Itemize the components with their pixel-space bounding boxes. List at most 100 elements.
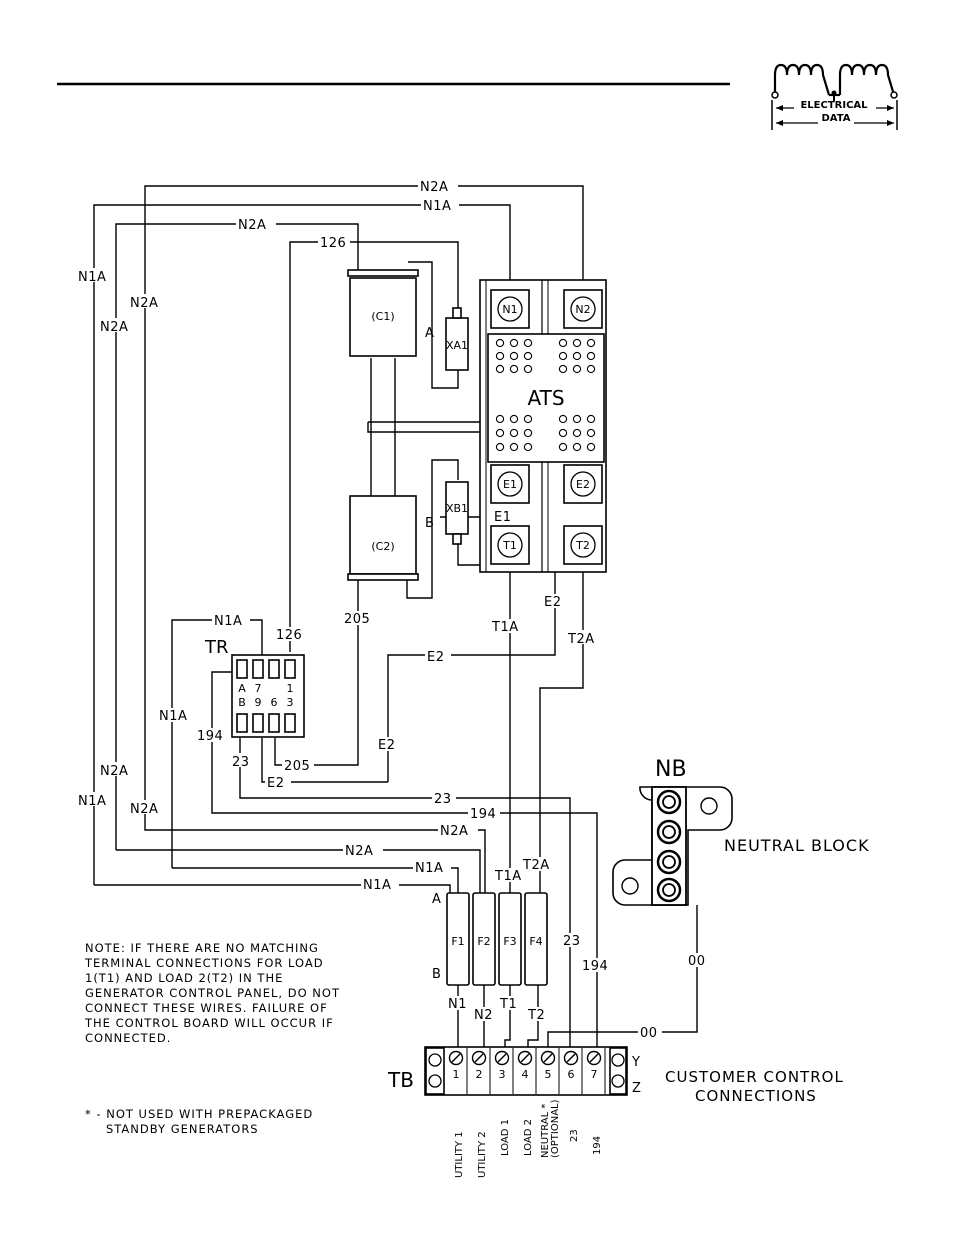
tb-terminal-3: 3 — [494, 1048, 514, 1094]
wire-label-e2-mid: E2 — [425, 648, 451, 665]
tb-terminal-number: 7 — [591, 1068, 598, 1081]
svg-text:(OPTIONAL): (OPTIONAL) — [550, 1099, 561, 1158]
wire-label-n1a-fuse2: N1A — [361, 877, 399, 893]
svg-text:N2A: N2A — [130, 296, 158, 311]
ats-terminal-t1: T1 — [490, 525, 530, 565]
switch-xa1: XA1 A — [425, 307, 469, 371]
svg-text:N1A: N1A — [423, 199, 451, 214]
wire-label-126-tr: 126 — [274, 627, 306, 643]
svg-text:23: 23 — [434, 792, 452, 807]
wire-label-205-top: 205 — [342, 611, 376, 627]
svg-text:N2: N2 — [474, 1008, 493, 1023]
svg-text:E2: E2 — [378, 738, 396, 753]
svg-text:E2: E2 — [544, 595, 562, 610]
svg-text:23: 23 — [232, 755, 250, 770]
ats-terminal-t2: T2 — [563, 525, 603, 565]
note-block: NOTE: IF THERE ARE NO MATCHING TERMINAL … — [84, 941, 339, 1045]
svg-text:TERMINAL CONNECTIONS FOR LOAD: TERMINAL CONNECTIONS FOR LOAD — [84, 956, 324, 970]
svg-text:Y: Y — [631, 1055, 640, 1070]
wire-label-00-nb: 00 — [686, 953, 710, 969]
wire-label-e2-right: E2 — [376, 737, 402, 753]
svg-text:NOTE: IF THERE ARE NO MATCHING: NOTE: IF THERE ARE NO MATCHING — [85, 941, 319, 955]
wire-label-126-top: 126 — [318, 234, 350, 251]
logo-line2: DATA — [821, 113, 850, 124]
c1-label: (C1) — [371, 310, 394, 323]
svg-text:N2A: N2A — [420, 180, 448, 195]
svg-text:T1: T1 — [499, 997, 517, 1012]
ats-terminal-e2: E2 — [563, 464, 603, 504]
svg-text:194: 194 — [470, 807, 496, 822]
svg-text:6: 6 — [271, 696, 278, 709]
svg-text:194: 194 — [197, 729, 223, 744]
xa1-label: XA1 — [446, 339, 468, 352]
wire-label-e1: E1 — [492, 509, 516, 525]
wire-labels: N2A N1A N2A 126 N1A N2A N2A E1 E2 T1A T2… — [76, 178, 710, 1041]
svg-text:A: A — [238, 682, 246, 695]
svg-text:N2A: N2A — [100, 764, 128, 779]
wire-label-n2a-left2: N2A — [99, 318, 135, 335]
svg-text:Z: Z — [632, 1081, 641, 1096]
svg-text:23: 23 — [563, 934, 581, 949]
svg-text:T2A: T2A — [522, 858, 550, 873]
c2-label: (C2) — [371, 540, 394, 553]
wire-label-n1a-left2: N1A — [76, 792, 112, 809]
nb-label: NB — [655, 757, 687, 782]
ats-switch: ATS N1 N2 E1 — [479, 279, 607, 573]
svg-text:UTILITY 1: UTILITY 1 — [454, 1131, 465, 1178]
tb-terminal-1: 1 — [448, 1048, 468, 1094]
svg-text:194: 194 — [582, 959, 608, 974]
wire-label-t1a-fuse: T1A — [494, 868, 526, 884]
terminal-block: TB Y Z — [387, 1046, 641, 1096]
svg-text:E1: E1 — [494, 510, 512, 525]
wire-label-23-run: 23 — [432, 791, 456, 807]
neutral-block-label: NEUTRAL BLOCK — [724, 836, 870, 855]
svg-text:1: 1 — [287, 682, 294, 695]
svg-text:N2A: N2A — [440, 824, 468, 839]
tb-terminal-2: 2 — [471, 1048, 491, 1094]
svg-text:N2A: N2A — [238, 218, 266, 233]
svg-text:205: 205 — [284, 759, 310, 774]
svg-text:LOAD 1: LOAD 1 — [500, 1119, 511, 1156]
ats-terminal-n2: N2 — [563, 289, 603, 329]
svg-text:N1A: N1A — [78, 794, 106, 809]
svg-text:N2: N2 — [575, 303, 590, 316]
tb-label: TB — [387, 1068, 414, 1092]
tb-terminal-number: 1 — [453, 1068, 460, 1081]
tb-terminal-4: 4 — [517, 1048, 537, 1094]
wire-label-n2a-fuse2: N2A — [343, 843, 383, 859]
neutral-block: NB NEUTRAL BLOCK — [612, 757, 870, 906]
wire-label-n1a-mid: N1A — [157, 708, 193, 724]
tb-terminal-number: 6 — [568, 1068, 575, 1081]
transformer-tr: TR A 7 1 B 9 6 3 — [204, 637, 305, 738]
svg-text:NEUTRAL *: NEUTRAL * — [540, 1104, 551, 1158]
wire-label-n1a-tr: N1A — [212, 612, 250, 629]
svg-text:N2A: N2A — [100, 320, 128, 335]
wire-label-e2-ats: E2 — [542, 594, 568, 610]
svg-text:T2A: T2A — [567, 632, 595, 647]
svg-text:LOAD 2: LOAD 2 — [523, 1119, 534, 1156]
svg-text:N1A: N1A — [159, 709, 187, 724]
tb-terminal-number: 2 — [476, 1068, 483, 1081]
wire-label-t2a: T2A — [566, 630, 602, 647]
svg-text:CONNECTED.: CONNECTED. — [85, 1031, 171, 1045]
fuse-block: A B F1 F2 F3 F4 — [432, 892, 548, 986]
tb-terminal-labels: UTILITY 1 UTILITY 2 LOAD 1 LOAD 2 NEUTRA… — [454, 1099, 603, 1178]
svg-text:E2: E2 — [576, 478, 590, 491]
svg-text:F2: F2 — [477, 935, 490, 948]
footnote: * - NOT USED WITH PREPACKAGED STANDBY GE… — [85, 1107, 313, 1136]
wire-label-194-tb: 194 — [580, 958, 612, 974]
tr-label: TR — [204, 637, 229, 658]
ats-terminal-n1: N1 — [490, 289, 530, 329]
svg-text:7: 7 — [255, 682, 262, 695]
wire-label-n2a-left4: N2A — [128, 800, 166, 817]
wire-label-n2a-left1: N2A — [128, 294, 166, 311]
svg-text:T1: T1 — [502, 539, 517, 552]
svg-text:23: 23 — [569, 1129, 580, 1142]
wire-label-n2-tb: N2 — [472, 1007, 494, 1023]
svg-text:E2: E2 — [427, 650, 445, 665]
tb-terminal-5: 5 — [540, 1048, 560, 1094]
ats-label: ATS — [527, 386, 564, 410]
svg-text:* - NOT USED WITH PREPACKAGED: * - NOT USED WITH PREPACKAGED — [85, 1107, 313, 1121]
